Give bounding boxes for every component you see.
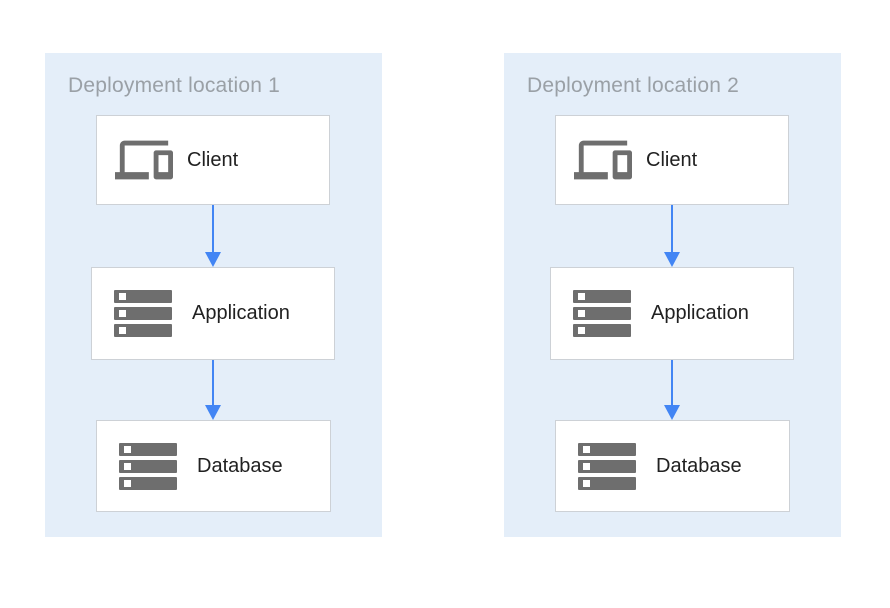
storage-dot xyxy=(578,310,585,317)
application-node: Application xyxy=(550,267,794,360)
storage-dot xyxy=(124,462,131,470)
deployment-location-2-panel: Deployment location 2 Client Application xyxy=(504,53,841,537)
storage-icon xyxy=(578,442,636,490)
client-node: Client xyxy=(555,115,789,205)
arrow-line xyxy=(212,205,214,255)
arrow-head-icon xyxy=(664,252,680,267)
database-node: Database xyxy=(96,420,331,512)
node-label: Database xyxy=(197,454,283,477)
node-label: Application xyxy=(192,302,290,324)
storage-dot xyxy=(578,327,585,334)
arrow-head-icon xyxy=(205,252,221,267)
storage-bar xyxy=(573,290,631,303)
node-label: Application xyxy=(651,302,749,324)
storage-bar xyxy=(573,324,631,337)
storage-bar xyxy=(119,442,177,456)
devices-icon xyxy=(574,140,632,180)
storage-dot xyxy=(119,327,126,334)
node-label: Database xyxy=(656,454,742,477)
panel-title: Deployment location 2 xyxy=(527,74,739,97)
arrow-line xyxy=(212,360,214,408)
storage-dot xyxy=(119,293,126,300)
storage-bar xyxy=(578,476,636,490)
storage-bar xyxy=(578,442,636,456)
arrow-line xyxy=(671,360,673,408)
storage-bar xyxy=(119,476,177,490)
storage-dot xyxy=(583,462,590,470)
storage-dot xyxy=(124,445,131,453)
application-node: Application xyxy=(91,267,335,360)
client-node: Client xyxy=(96,115,330,205)
arrow-application-to-database xyxy=(205,360,221,420)
devices-icon xyxy=(115,140,173,180)
arrow-line xyxy=(671,205,673,255)
arrow-client-to-application xyxy=(664,205,680,267)
storage-dot xyxy=(578,293,585,300)
deployment-location-1-panel: Deployment location 1 Client Application xyxy=(45,53,382,537)
storage-bar xyxy=(119,459,177,473)
storage-bar xyxy=(114,307,172,320)
arrow-head-icon xyxy=(664,405,680,420)
storage-bar xyxy=(114,324,172,337)
storage-dot xyxy=(124,479,131,487)
storage-bar xyxy=(578,459,636,473)
panel-title: Deployment location 1 xyxy=(68,74,280,97)
arrow-client-to-application xyxy=(205,205,221,267)
arrow-head-icon xyxy=(205,405,221,420)
storage-icon xyxy=(119,442,177,490)
storage-dot xyxy=(119,310,126,317)
storage-icon xyxy=(114,290,172,337)
arrow-application-to-database xyxy=(664,360,680,420)
node-label: Client xyxy=(646,148,698,171)
storage-bar xyxy=(573,307,631,320)
storage-bar xyxy=(114,290,172,303)
storage-icon xyxy=(573,290,631,337)
storage-dot xyxy=(583,445,590,453)
storage-dot xyxy=(583,479,590,487)
node-label: Client xyxy=(187,148,239,171)
database-node: Database xyxy=(555,420,790,512)
